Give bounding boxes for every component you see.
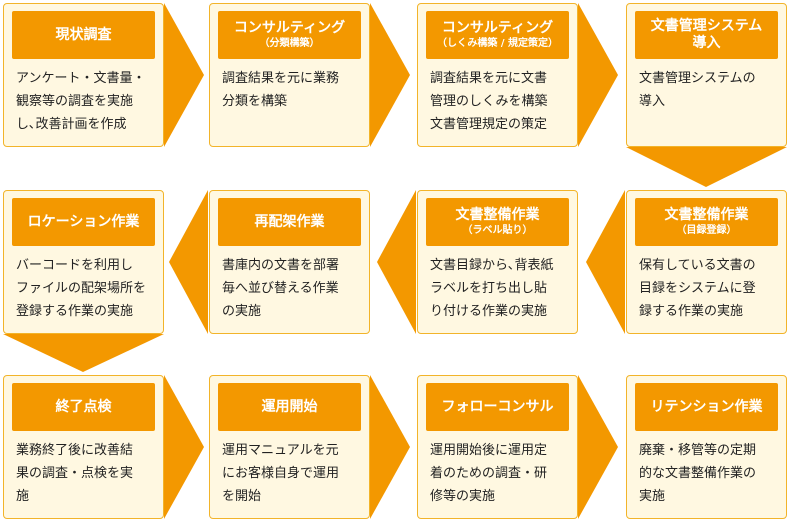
step-header: コンサルティング （しくみ構築 / 規定策定） — [426, 11, 569, 59]
step-title: コンサルティング — [233, 20, 346, 36]
step-card-1: 現状調査 アンケート・文書量・ 観察等の調査を実施 し､改善計画を作成 — [3, 3, 164, 147]
arrow-right-5 — [370, 375, 410, 519]
step-header: ロケーション作業 — [12, 198, 155, 246]
arrow-right-3 — [578, 3, 618, 147]
arrow-right-2 — [370, 3, 410, 147]
step-description: 業務終了後に改善結 果の調査・点検を実 施 — [16, 443, 134, 504]
step-title: 再配架作業 — [254, 213, 325, 230]
step-header: 再配架作業 — [218, 198, 361, 246]
step-subtitle: （しくみ構築 / 規定策定） — [436, 38, 558, 49]
step-header: 文書整備作業 （ラベル貼り） — [426, 198, 569, 246]
arrow-left-2 — [377, 190, 416, 334]
step-header: コンサルティング （分類構築） — [218, 11, 361, 59]
step-description: 文書目録から､背表紙 ラベルを打ち出し貼 り付ける作業の実施 — [430, 258, 554, 319]
arrow-left-3 — [169, 190, 208, 334]
step-card-6: 文書整備作業 （ラベル貼り） 文書目録から､背表紙 ラベルを打ち出し貼 り付ける… — [417, 190, 578, 334]
step-card-2: コンサルティング （分類構築） 調査結果を元に業務 分類を構築 — [209, 3, 370, 147]
step-card-8: ロケーション作業 バーコードを利用し ファイルの配架場所を 登録する作業の実施 — [3, 190, 164, 334]
step-description: アンケート・文書量・ 観察等の調査を実施 し､改善計画を作成 — [16, 71, 146, 132]
step-card-10: 運用開始 運用マニュアルを元 にお客様自身で運用 を開始 — [209, 375, 370, 519]
step-card-7: 再配架作業 書庫内の文書を部署 毎へ並び替える作業 の実施 — [209, 190, 370, 334]
arrow-right-6 — [578, 375, 618, 519]
step-title: コンサルティング — [441, 20, 554, 36]
step-description: 調査結果を元に業務 分類を構築 — [222, 71, 340, 109]
step-card-4: 文書管理システム 導入 文書管理システムの 導入 — [626, 3, 787, 147]
step-title: フォローコンサル — [441, 398, 554, 415]
step-header: 文書管理システム 導入 — [635, 11, 778, 59]
step-title: 文書管理システム 導入 — [650, 18, 763, 51]
step-card-9: 終了点検 業務終了後に改善結 果の調査・点検を実 施 — [3, 375, 164, 519]
step-title: 終了点検 — [55, 398, 112, 415]
step-description: 運用開始後に運用定 着のための調査・研 修等の実施 — [430, 443, 548, 504]
step-description: バーコードを利用し ファイルの配架場所を 登録する作業の実施 — [16, 258, 147, 319]
arrow-down-1 — [626, 147, 787, 187]
step-subtitle: （ラベル貼り） — [462, 225, 533, 236]
step-header: フォローコンサル — [426, 383, 569, 431]
step-title: 運用開始 — [261, 398, 318, 415]
arrow-right-1 — [164, 3, 204, 147]
step-card-3: コンサルティング （しくみ構築 / 規定策定） 調査結果を元に文書 管理のしくみ… — [417, 3, 578, 147]
step-header: リテンション作業 — [635, 383, 778, 431]
step-description: 廃棄・移管等の定期 的な文書整備作業の 実施 — [639, 443, 757, 504]
step-card-12: リテンション作業 廃棄・移管等の定期 的な文書整備作業の 実施 — [626, 375, 787, 519]
step-description: 運用マニュアルを元 にお客様自身で運用 を開始 — [222, 443, 340, 504]
step-title: 文書整備作業 — [664, 207, 749, 223]
arrow-down-2 — [3, 334, 164, 372]
step-card-11: フォローコンサル 運用開始後に運用定 着のための調査・研 修等の実施 — [417, 375, 578, 519]
step-header: 現状調査 — [12, 11, 155, 59]
step-description: 書庫内の文書を部署 毎へ並び替える作業 の実施 — [222, 258, 340, 319]
step-title: ロケーション作業 — [27, 213, 140, 230]
arrow-right-4 — [164, 375, 204, 519]
step-subtitle: （分類構築） — [259, 38, 320, 49]
step-description: 保有している文書の 目録をシステムに登 録する作業の実施 — [639, 258, 756, 319]
step-header: 文書整備作業 （目録登録） — [635, 198, 778, 246]
step-subtitle: （目録登録） — [676, 225, 737, 236]
step-title: 現状調査 — [55, 26, 112, 43]
arrow-left-1 — [586, 190, 625, 334]
step-header: 運用開始 — [218, 383, 361, 431]
step-description: 調査結果を元に文書 管理のしくみを構築 文書管理規定の策定 — [430, 71, 548, 132]
step-title: 文書整備作業 — [455, 207, 540, 223]
step-header: 終了点検 — [12, 383, 155, 431]
step-description: 文書管理システムの 導入 — [639, 71, 756, 109]
step-title: リテンション作業 — [650, 398, 763, 415]
step-card-5: 文書整備作業 （目録登録） 保有している文書の 目録をシステムに登 録する作業の… — [626, 190, 787, 334]
